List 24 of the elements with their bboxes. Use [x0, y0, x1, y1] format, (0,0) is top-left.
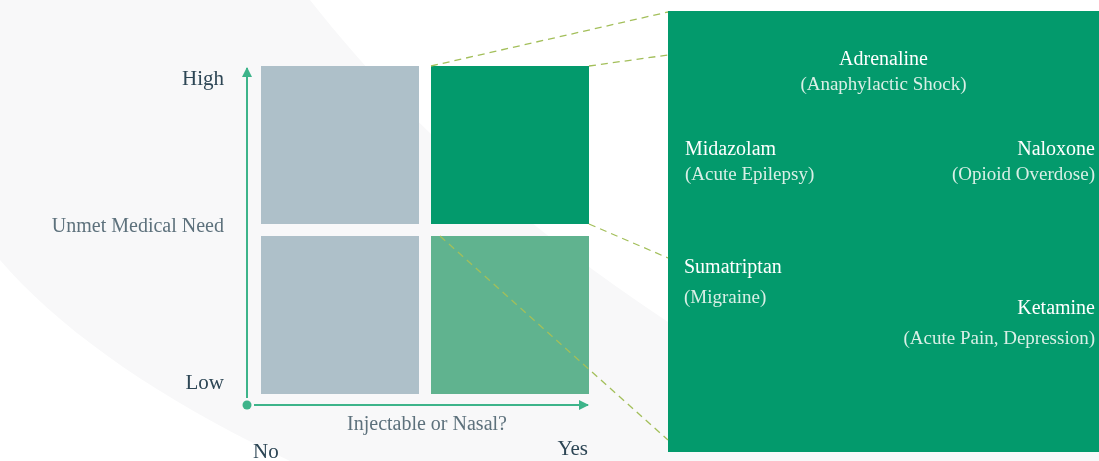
drug-name: Midazolam — [685, 136, 777, 161]
drug-name: Sumatriptan — [684, 254, 782, 279]
drug-name: Adrenaline — [839, 46, 928, 71]
drug-name: Ketamine — [1017, 295, 1095, 320]
quadrant-box — [261, 66, 419, 224]
axis-label: Injectable or Nasal? — [346, 412, 508, 435]
indication-text: (Acute Pain, Depression) — [903, 326, 1095, 350]
indication-text: (Acute Epilepsy) — [685, 162, 815, 186]
axis-label: No — [253, 439, 280, 461]
indication-text: (Anaphylactic Shock) — [800, 72, 967, 96]
axis-label: Yes — [556, 436, 588, 461]
dashed-zoom-line — [588, 223, 669, 259]
axis-label: High — [181, 66, 224, 91]
indication-text: (Opioid Overdose) — [952, 162, 1095, 186]
drug-name: Naloxone — [1017, 136, 1095, 161]
highlight-panel — [668, 11, 1099, 452]
quadrant-box — [431, 236, 589, 394]
indication-text: (Migraine) — [684, 285, 767, 309]
dashed-zoom-line — [588, 54, 669, 67]
quadrant-box — [261, 236, 419, 394]
quadrant-box — [431, 66, 589, 224]
axis-label: Unmet Medical Need — [50, 214, 224, 237]
axis-label: Low — [184, 370, 224, 395]
dashed-zoom-line — [430, 11, 669, 67]
